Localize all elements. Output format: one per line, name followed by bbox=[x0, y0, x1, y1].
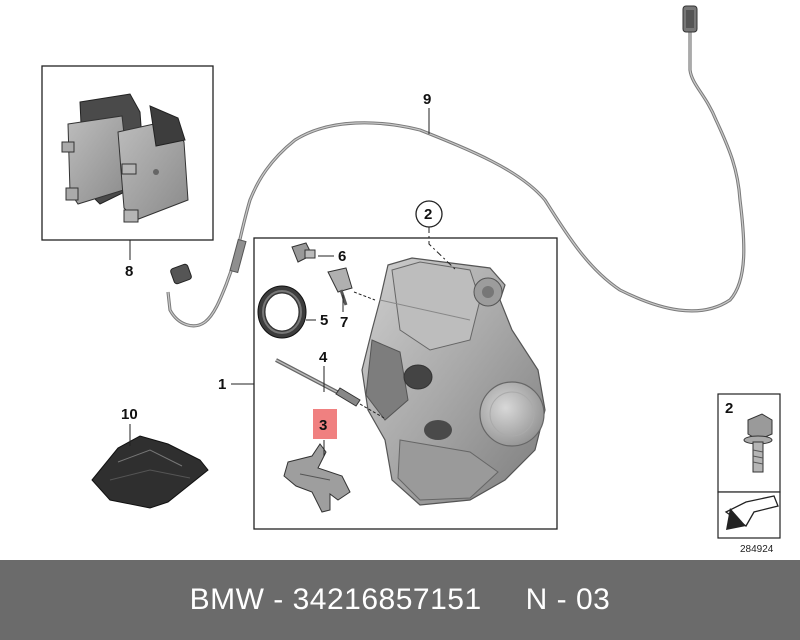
bolt-icon bbox=[743, 413, 773, 473]
brake-pads-group bbox=[41, 65, 214, 241]
seal-ring bbox=[257, 285, 307, 339]
callout-4: 4 bbox=[319, 349, 328, 366]
callout-9: 9 bbox=[423, 91, 431, 108]
parts-diagram: 1 2 3 4 5 6 7 8 9 10 2 284924 bbox=[41, 5, 781, 555]
forward-arrow-icon bbox=[724, 495, 779, 530]
callout-1: 1 bbox=[218, 376, 226, 393]
callout-2: 2 bbox=[424, 206, 432, 223]
part-footer: BMW - 34216857151 N - 03 bbox=[0, 560, 800, 640]
callout-6: 6 bbox=[338, 248, 346, 265]
bolt-inset: 2 bbox=[717, 393, 781, 539]
brake-caliper bbox=[361, 257, 546, 506]
guide-pin bbox=[275, 358, 361, 407]
callout-5: 5 bbox=[320, 312, 328, 329]
callout-8: 8 bbox=[125, 263, 133, 280]
bleeder-cap bbox=[291, 242, 316, 263]
wear-sensor-cable bbox=[166, 5, 746, 328]
callout-10: 10 bbox=[121, 406, 138, 423]
callout-highlight-3 bbox=[313, 409, 337, 439]
reference-text: N - 03 bbox=[525, 583, 611, 616]
inset-callout-2: 2 bbox=[725, 400, 733, 417]
figure-number: 284924 bbox=[740, 544, 774, 555]
part-number-text: BMW - 34216857151 bbox=[189, 583, 482, 616]
bleeder-screw bbox=[327, 267, 353, 306]
callout-7: 7 bbox=[340, 314, 348, 331]
spring-clip bbox=[283, 443, 351, 513]
grease-packet bbox=[91, 435, 209, 509]
callout-3: 3 bbox=[319, 417, 327, 434]
